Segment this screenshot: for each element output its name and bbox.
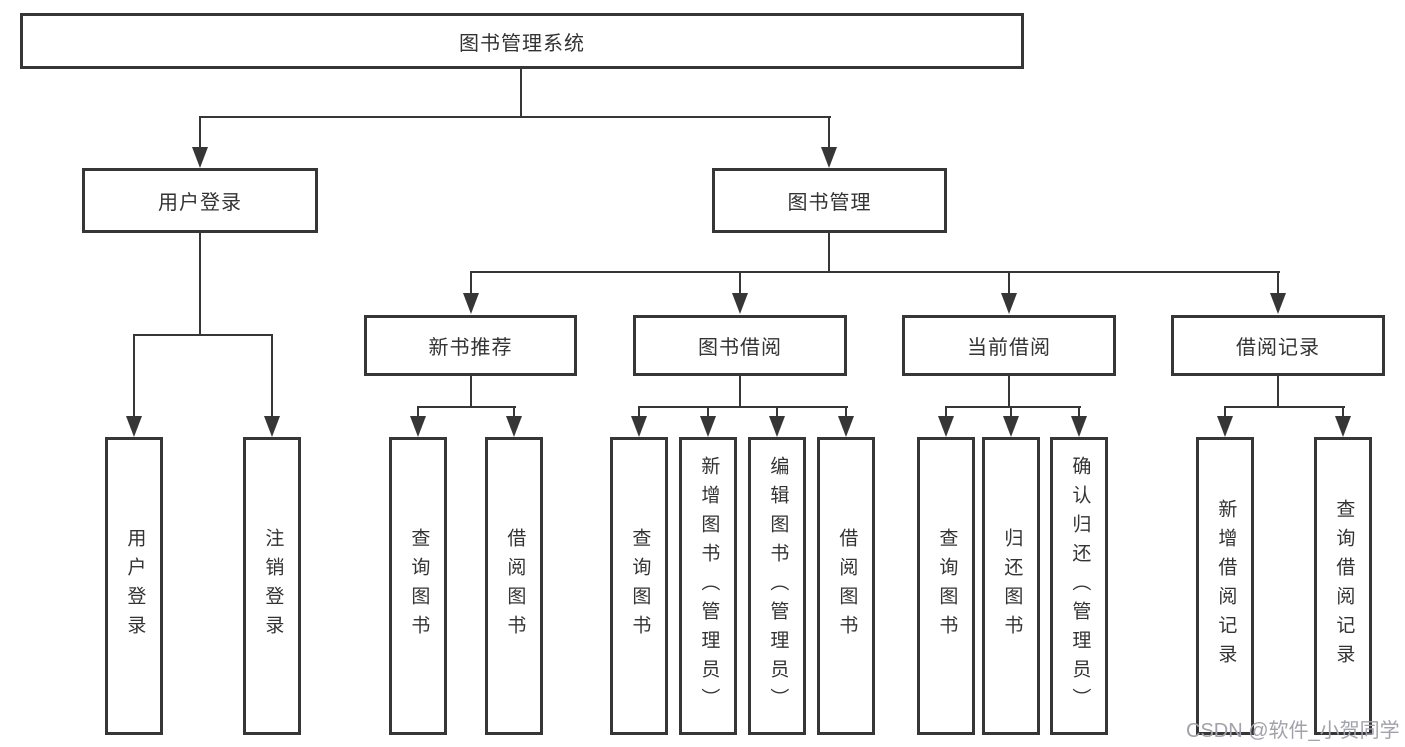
connector-line xyxy=(1010,406,1012,420)
leaf-edit-book-admin-label: 编辑图书（管理员） xyxy=(767,455,789,717)
leaf-edit-book-admin: 编辑图书（管理员） xyxy=(748,437,806,735)
node-book-management: 图书管理 xyxy=(712,168,947,233)
arrow-down-icon xyxy=(1270,293,1286,314)
node-current-borrow-label: 当前借阅 xyxy=(967,337,1051,359)
connector-line xyxy=(776,406,778,420)
arrow-down-icon xyxy=(126,416,142,437)
arrow-down-icon xyxy=(1003,416,1019,437)
connector-line xyxy=(945,406,1081,408)
arrow-down-icon xyxy=(631,416,647,437)
arrow-down-icon xyxy=(769,416,785,437)
leaf-query-book-borrow: 查询图书 xyxy=(610,437,668,735)
node-borrow-records-label: 借阅记录 xyxy=(1236,337,1320,359)
leaf-return-book-label: 归还图书 xyxy=(1001,528,1023,644)
leaf-confirm-return-admin-label: 确认归还（管理员） xyxy=(1069,455,1091,717)
leaf-query-book-recommend-label: 查询图书 xyxy=(408,528,430,644)
connector-line xyxy=(638,406,640,420)
leaf-query-borrow-record: 查询借阅记录 xyxy=(1314,437,1372,735)
leaf-add-borrow-record-label: 新增借阅记录 xyxy=(1215,499,1237,673)
connector-line xyxy=(1224,406,1345,408)
arrow-down-icon xyxy=(264,416,280,437)
connector-line xyxy=(845,406,847,420)
connector-line xyxy=(707,406,709,420)
arrow-down-icon xyxy=(410,416,426,437)
leaf-user-login-label: 用户登录 xyxy=(124,528,146,644)
arrow-down-icon xyxy=(463,293,479,314)
connector-line xyxy=(828,116,830,150)
node-book-borrow: 图书借阅 xyxy=(633,315,847,376)
arrow-down-icon xyxy=(700,416,716,437)
connector-line xyxy=(739,271,741,295)
leaf-query-book-current-label: 查询图书 xyxy=(936,528,958,644)
connector-line xyxy=(1008,271,1010,295)
arrow-down-icon xyxy=(838,416,854,437)
connector-line xyxy=(470,271,472,295)
connector-line xyxy=(1277,271,1279,295)
arrow-down-icon xyxy=(192,147,208,168)
leaf-add-borrow-record: 新增借阅记录 xyxy=(1196,437,1254,735)
arrow-down-icon xyxy=(1071,416,1087,437)
connector-line xyxy=(133,334,135,418)
arrow-down-icon xyxy=(1335,416,1351,437)
arrow-down-icon xyxy=(1001,293,1017,314)
arrow-down-icon xyxy=(506,416,522,437)
leaf-return-book: 归还图书 xyxy=(982,437,1040,735)
connector-line xyxy=(199,116,831,118)
connector-line xyxy=(739,375,741,408)
node-book-borrow-label: 图书借阅 xyxy=(698,337,782,359)
connector-line xyxy=(945,406,947,420)
node-current-borrow: 当前借阅 xyxy=(902,315,1116,376)
leaf-add-book-admin-label: 新增图书（管理员） xyxy=(698,455,720,717)
arrow-down-icon xyxy=(821,147,837,168)
node-root: 图书管理系统 xyxy=(20,13,1024,69)
leaf-query-book-recommend: 查询图书 xyxy=(389,437,447,735)
leaf-borrow-book-recommend-label: 借阅图书 xyxy=(504,528,526,644)
connector-line xyxy=(470,271,1280,273)
leaf-borrow-book-recommend: 借阅图书 xyxy=(485,437,543,735)
arrow-down-icon xyxy=(732,293,748,314)
connector-line xyxy=(638,406,848,408)
connector-line xyxy=(1277,375,1279,408)
connector-line xyxy=(1008,375,1010,408)
leaf-borrow-book-label: 借阅图书 xyxy=(836,528,858,644)
leaf-borrow-book: 借阅图书 xyxy=(817,437,875,735)
leaf-confirm-return-admin: 确认归还（管理员） xyxy=(1050,437,1108,735)
node-borrow-records: 借阅记录 xyxy=(1171,315,1385,376)
leaf-query-borrow-record-label: 查询借阅记录 xyxy=(1333,499,1355,673)
connector-line xyxy=(133,334,273,336)
node-new-book-recommend-label: 新书推荐 xyxy=(428,337,513,359)
connector-line xyxy=(1078,406,1080,420)
connector-line xyxy=(520,67,522,117)
node-user-login: 用户登录 xyxy=(82,168,318,233)
arrow-down-icon xyxy=(1217,416,1233,437)
leaf-add-book-admin: 新增图书（管理员） xyxy=(679,437,737,735)
connector-line xyxy=(1342,406,1344,420)
connector-line xyxy=(417,406,419,420)
arrow-down-icon xyxy=(938,416,954,437)
leaf-query-book-current: 查询图书 xyxy=(917,437,975,735)
leaf-query-book-borrow-label: 查询图书 xyxy=(629,528,651,644)
leaf-user-login: 用户登录 xyxy=(105,437,163,735)
node-new-book-recommend: 新书推荐 xyxy=(364,315,577,376)
watermark-text: CSDN @软件_小贺同学 xyxy=(1186,720,1400,742)
connector-line xyxy=(513,406,515,420)
connector-line xyxy=(828,232,830,273)
connector-line xyxy=(1224,406,1226,420)
node-root-label: 图书管理系统 xyxy=(459,32,585,55)
connector-line xyxy=(199,232,201,336)
connector-line xyxy=(470,375,472,408)
node-book-management-label: 图书管理 xyxy=(787,192,872,214)
leaf-logout-login-label: 注销登录 xyxy=(262,528,284,644)
node-user-login-label: 用户登录 xyxy=(158,192,242,214)
connector-line xyxy=(199,116,201,150)
connector-line xyxy=(417,406,516,408)
connector-line xyxy=(271,334,273,418)
leaf-logout-login: 注销登录 xyxy=(243,437,301,735)
